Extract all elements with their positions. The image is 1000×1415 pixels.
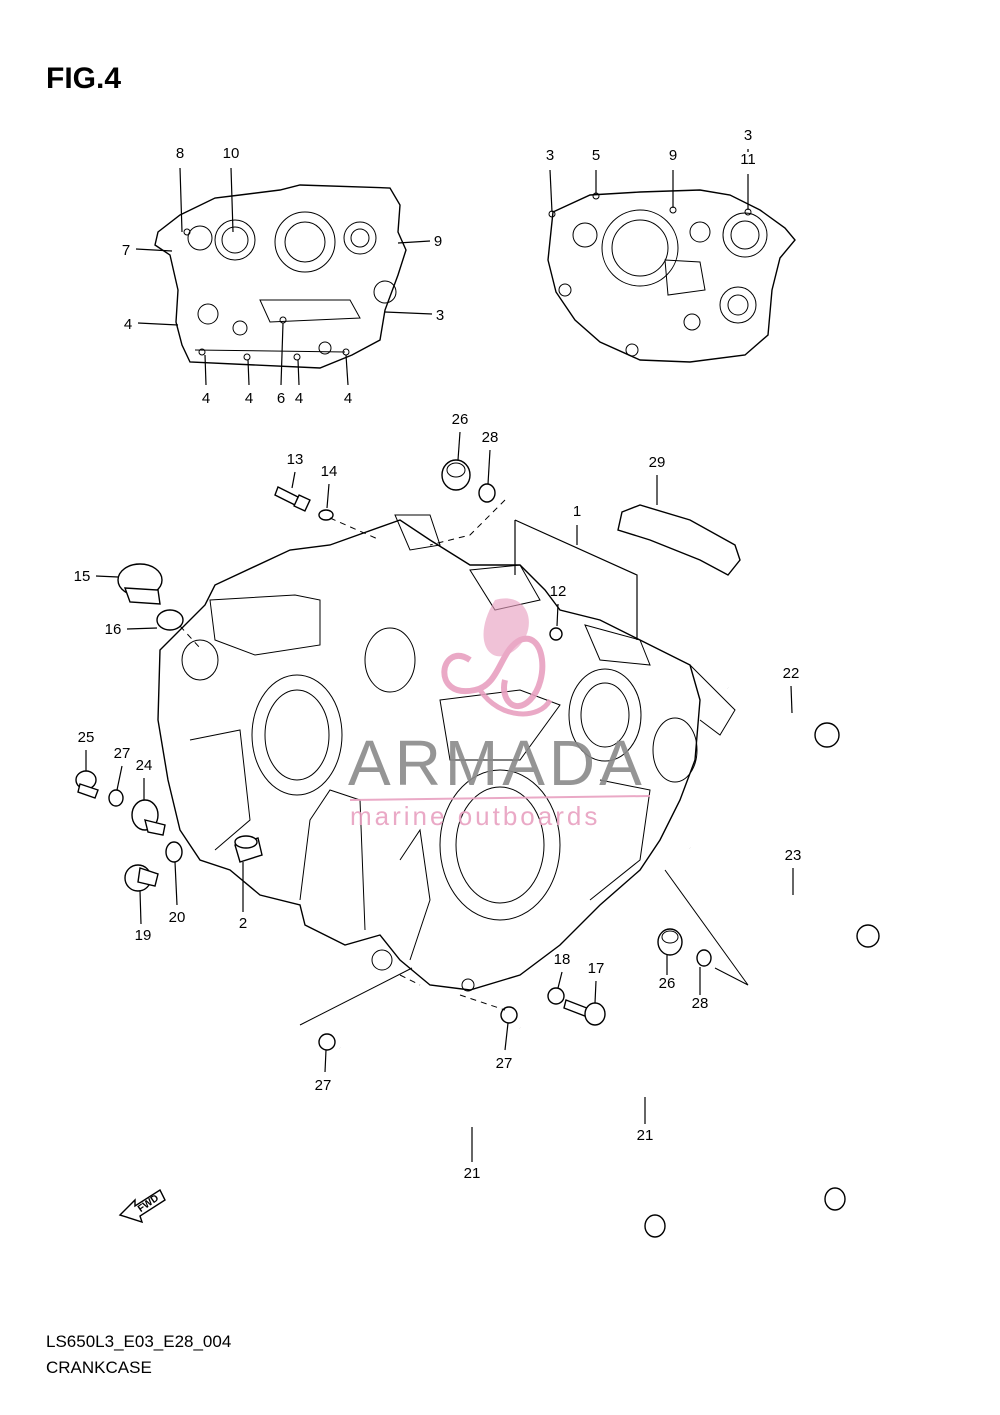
part-21-long-bolt-left — [338, 1045, 666, 1238]
callout-c29: 29 — [649, 454, 666, 471]
callout-c4a: 4 — [124, 316, 132, 333]
callout-c12: 12 — [550, 583, 567, 600]
figure-name: CRANKCASE — [46, 1358, 152, 1377]
crankcase-left-half-inner-view — [154, 184, 407, 369]
callout-c4e: 4 — [344, 390, 352, 407]
callout-c26a: 26 — [452, 411, 469, 428]
part-20-washer — [165, 841, 183, 863]
callout-c3a: 3 — [436, 307, 444, 324]
part-12-washer — [549, 627, 563, 641]
callout-c4b: 4 — [202, 390, 210, 407]
part-19-plug — [124, 864, 159, 892]
fwd-arrow-icon: FWD — [118, 1188, 166, 1224]
part-2-dowel-pin — [234, 835, 263, 863]
callout-c18: 18 — [554, 951, 571, 968]
callout-c6: 6 — [277, 390, 285, 407]
watermark-brand: ARMADA — [348, 727, 646, 799]
callout-c7: 7 — [122, 242, 130, 259]
callout-c9b: 9 — [669, 147, 677, 164]
part-13-bolt — [274, 486, 311, 512]
callout-c19: 19 — [135, 927, 152, 944]
callout-c25: 25 — [78, 729, 95, 746]
callout-c28b: 28 — [692, 995, 709, 1012]
callout-c26b: 26 — [659, 975, 676, 992]
part-16-o-ring — [156, 609, 184, 631]
callout-c1: 1 — [573, 503, 581, 520]
callout-c11: 11 — [740, 151, 756, 168]
callout-c4c: 4 — [245, 390, 253, 407]
callout-c5: 5 — [592, 147, 600, 164]
watermark: ARMADA marine outboards — [348, 598, 651, 831]
part-28-washer-right — [696, 949, 712, 967]
part-27-washer-left — [108, 789, 124, 807]
callout-c4d: 4 — [295, 390, 303, 407]
callout-c10: 10 — [223, 145, 240, 162]
watermark-logo-icon — [441, 598, 553, 717]
part-23-bolt — [688, 845, 880, 948]
leader-lines-right-half — [549, 149, 749, 213]
part-15-oil-filler-cap — [117, 563, 163, 605]
figure-title: FIG.4 — [46, 62, 122, 95]
callout-c22: 22 — [783, 665, 800, 682]
callout-c21b: 21 — [464, 1165, 481, 1182]
callout-c15: 15 — [74, 568, 91, 585]
callout-c3c: 3 — [744, 127, 752, 144]
callout-c16: 16 — [105, 621, 122, 638]
callout-c2: 2 — [239, 915, 247, 932]
part-29-cover — [617, 504, 741, 576]
bracket-part-1 — [514, 519, 638, 640]
part-21-long-bolt-right — [518, 1025, 846, 1211]
part-26-cap-right — [657, 928, 683, 956]
crankcase-assembly — [157, 514, 736, 992]
part-25-drain-plug — [75, 770, 99, 799]
part-18-washer — [547, 987, 565, 1005]
callout-c21a: 21 — [637, 1127, 654, 1144]
part-22-bolt — [726, 685, 840, 748]
part-27-washer-bottom-left — [318, 1033, 336, 1051]
part-14-washer — [318, 509, 334, 521]
callout-c17: 17 — [588, 960, 605, 977]
callout-c27a: 27 — [114, 745, 131, 762]
callout-c24: 24 — [136, 757, 153, 774]
callout-c8: 8 — [176, 145, 184, 162]
callout-c9a: 9 — [434, 233, 442, 250]
part-24-cap — [131, 799, 166, 836]
callout-c28a: 28 — [482, 429, 499, 446]
watermark-tagline: marine outboards — [350, 801, 600, 831]
callout-c13: 13 — [287, 451, 304, 468]
part-26-cap-top — [441, 459, 471, 491]
callout-c20: 20 — [169, 909, 186, 926]
crankcase-right-half-inner-view — [547, 189, 796, 363]
part-28-washer-top — [478, 483, 496, 503]
callout-c27b: 27 — [496, 1055, 513, 1072]
callout-c3b: 3 — [546, 147, 554, 164]
callout-c23: 23 — [785, 847, 802, 864]
callout-c27c: 27 — [315, 1077, 332, 1094]
part-17-bolt — [563, 999, 606, 1026]
figure-code: LS650L3_E03_E28_004 — [46, 1332, 232, 1351]
part-27-washer-bottom-right — [500, 1006, 518, 1024]
leader-lines-left-half — [135, 167, 433, 386]
callout-c14: 14 — [321, 463, 338, 480]
